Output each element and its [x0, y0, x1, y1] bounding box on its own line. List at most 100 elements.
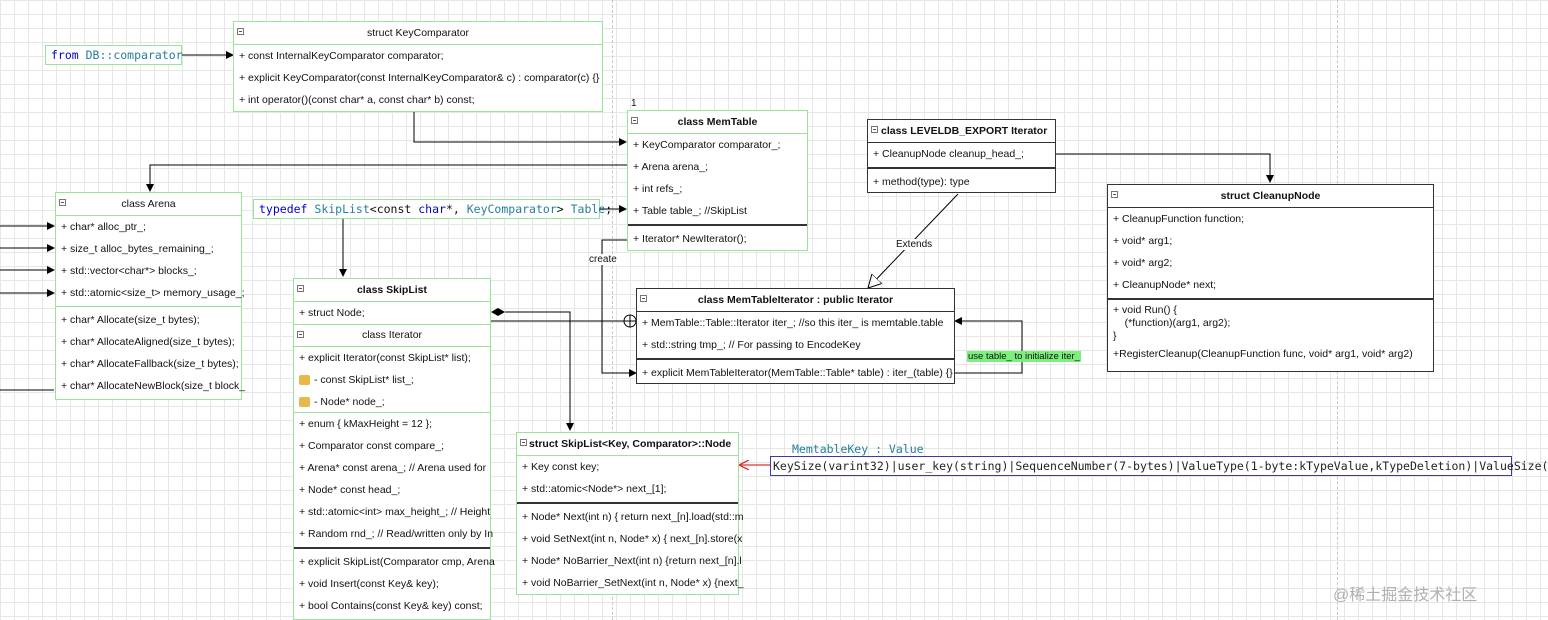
iterator-private-field: - Node* node_;	[294, 391, 490, 413]
memtable-multiplicity: 1	[631, 98, 637, 109]
collapse-icon[interactable]	[297, 285, 304, 292]
memtableiterator-title: class MemTableIterator : public Iterator	[637, 289, 954, 312]
memtableiterator-method: + explicit MemTableIterator(MemTable::Ta…	[642, 367, 953, 379]
typedef-type-table: Table	[570, 202, 606, 216]
skiplist-method: + void Insert(const Key& key);	[299, 578, 439, 590]
arena-field: + size_t alloc_bytes_remaining_;	[61, 243, 214, 255]
private-member-icon	[299, 375, 310, 386]
cleanupnode-field: + void* arg2;	[1113, 257, 1173, 269]
skiplist-field: + Arena* const arena_; // Arena used for	[299, 462, 487, 474]
edge-iterator-cleanup	[1056, 153, 1274, 183]
member-separator	[868, 167, 1055, 169]
iterator-row-text: - const SkipList* list_;	[314, 374, 414, 386]
cleanupnode-method: +RegisterCleanup(CleanupFunction func, v…	[1113, 348, 1413, 360]
typedef-type-keycomparator: KeyComparator	[466, 202, 557, 216]
watermark: @稀土掘金技术社区	[1333, 587, 1478, 604]
keycomparator-class-box[interactable]: struct KeyComparator + const InternalKey…	[233, 21, 603, 112]
keycomparator-title-text: struct KeyComparator	[366, 27, 470, 39]
collapse-icon[interactable]	[520, 439, 527, 446]
collapse-icon[interactable]	[59, 199, 66, 206]
cleanupnode-field: + CleanupFunction function;	[1113, 213, 1245, 225]
skiplist-struct-node: + struct Node;	[299, 307, 365, 319]
from-comparator-note: from DB::comparator	[45, 45, 183, 65]
node-struct-box[interactable]: struct SkipList<Key, Comparator>::Node +…	[516, 432, 744, 595]
memtable-field: + KeyComparator comparator_;	[633, 139, 781, 151]
node-field: + Key const key;	[522, 461, 600, 473]
typedef-type-skiplist: SkipList	[307, 202, 370, 216]
skiplist-method: + explicit SkipList(Comparator cmp, Aren…	[299, 556, 495, 568]
use-table-label: use table_ to initialize iter_	[967, 351, 1081, 362]
node-title: struct SkipList<Key, Comparator>::Node	[517, 433, 738, 456]
arena-method: + char* Allocate(size_t bytes);	[61, 314, 200, 326]
memtable-method: + Iterator* NewIterator();	[633, 233, 747, 245]
collapse-icon[interactable]	[871, 126, 878, 133]
node-method: + void SetNext(int n, Node* x) { next_[n…	[522, 533, 743, 545]
nesting-symbol	[623, 314, 637, 328]
cleanupnode-title-text: struct CleanupNode	[1220, 190, 1321, 202]
memtableiterator-class-box[interactable]: class MemTableIterator : public Iterator…	[636, 288, 955, 384]
typedef-text: ;	[605, 202, 613, 216]
arena-class-box[interactable]: class Arena + char* alloc_ptr_; + size_t…	[55, 192, 246, 400]
arena-method: + char* AllocateNewBlock(size_t block_	[61, 380, 246, 392]
memtableiterator-field: + std::string tmp_; // For passing to En…	[642, 339, 861, 351]
node-method: + Node* Next(int n) { return next_[n].lo…	[522, 511, 744, 523]
member-separator	[56, 306, 241, 307]
collapse-icon[interactable]	[297, 331, 304, 338]
skiplist-class-box[interactable]: class SkipList + struct Node; class Iter…	[293, 278, 495, 620]
page-guide-line	[612, 0, 613, 620]
typedef-text: *,	[445, 202, 467, 216]
edge-create	[601, 239, 637, 377]
iterator-row-text: - Node* node_;	[314, 396, 385, 408]
iterator-interface-box[interactable]: class LEVELDB_EXPORT Iterator + CleanupN…	[867, 119, 1056, 193]
memtable-field: + Arena arena_;	[633, 161, 709, 173]
iterator-interface-title-text: class LEVELDB_EXPORT Iterator	[881, 125, 1048, 137]
member-separator	[628, 224, 807, 226]
typedef-keyword: typedef	[259, 202, 308, 216]
typedef-text: <const	[369, 202, 419, 216]
iterator-interface-field: + CleanupNode cleanup_head_;	[873, 148, 1024, 160]
skiplist-title: class SkipList	[294, 279, 490, 302]
keycomparator-row: + explicit KeyComparator(const InternalK…	[239, 72, 600, 84]
iterator-title: class Iterator	[294, 325, 490, 347]
skiplist-field: + Random rnd_; // Read/written only by I…	[299, 528, 494, 540]
collapse-icon[interactable]	[631, 117, 638, 124]
skiplist-field: + std::atomic<int> max_height_; // Heigh…	[299, 506, 491, 518]
edge-memtable-arena	[146, 164, 628, 192]
memtable-field: + int refs_;	[633, 183, 683, 195]
cleanupnode-field: + void* arg1;	[1113, 235, 1173, 247]
memtable-title-text: class MemTable	[677, 116, 758, 128]
arena-method: + char* AllocateFallback(size_t bytes);	[61, 358, 239, 370]
edge-use-table	[954, 317, 1023, 374]
iterator-interface-title: class LEVELDB_EXPORT Iterator	[868, 120, 1055, 143]
arena-method: + char* AllocateAligned(size_t bytes);	[61, 336, 235, 348]
keycomparator-row: + int operator()(const char* a, const ch…	[239, 94, 475, 106]
composition-diamond	[491, 308, 505, 316]
cleanupnode-struct-box[interactable]: struct CleanupNode + CleanupFunction fun…	[1107, 184, 1434, 372]
from-text: DB::comparator	[78, 48, 183, 62]
arena-field: + std::vector<char*> blocks_;	[61, 265, 197, 277]
collapse-icon[interactable]	[640, 295, 647, 302]
from-keyword: from	[51, 48, 79, 62]
skiplist-field: + enum { kMaxHeight = 12 };	[299, 418, 433, 430]
skiplist-iterator-nested-box[interactable]: class Iterator + explicit Iterator(const…	[294, 324, 490, 413]
collapse-icon[interactable]	[1111, 191, 1118, 198]
arena-field: + char* alloc_ptr_;	[61, 221, 146, 233]
cleanupnode-title: struct CleanupNode	[1108, 185, 1433, 208]
memtable-class-box[interactable]: class MemTable + KeyComparator comparato…	[627, 110, 808, 251]
iterator-row: + explicit Iterator(const SkipList* list…	[299, 352, 471, 364]
cleanupnode-method: + void Run() {	[1113, 304, 1177, 316]
iterator-interface-method: + method(type): type	[873, 176, 970, 188]
keycomparator-title: struct KeyComparator	[234, 22, 602, 45]
member-separator	[637, 358, 954, 360]
key-layout-box: KeySize(varint32)|user_key(string)|Seque…	[770, 456, 1548, 476]
typedef-keyword-char: char	[418, 202, 446, 216]
keycomparator-row: + const InternalKeyComparator comparator…	[239, 50, 444, 62]
memtableiterator-title-text: class MemTableIterator : public Iterator	[697, 294, 894, 306]
collapse-icon[interactable]	[237, 28, 244, 35]
node-method: + Node* NoBarrier_Next(int n) {return ne…	[522, 555, 742, 567]
node-field: + std::atomic<Node*> next_[1];	[522, 483, 667, 495]
cleanupnode-field: + CleanupNode* next;	[1113, 279, 1217, 291]
memtable-title: class MemTable	[628, 111, 807, 134]
arena-title: class Arena	[56, 193, 241, 216]
cleanupnode-method: (*function)(arg1, arg2);	[1113, 317, 1231, 329]
